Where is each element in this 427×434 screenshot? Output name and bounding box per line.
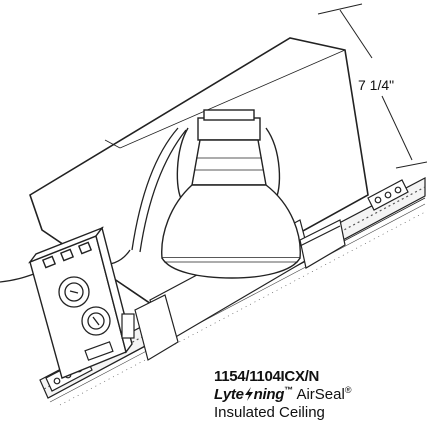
- dimension-indicator: [317, 3, 427, 169]
- lamp-assembly: [161, 109, 301, 279]
- product-name: AirSeal: [296, 386, 345, 404]
- trademark-mark: ™: [284, 385, 294, 396]
- dimension-label: 7 1/4": [358, 77, 394, 93]
- lightning-bolt-icon: [244, 387, 253, 402]
- junction-knockout-upper: [58, 276, 90, 308]
- junction-knockout-lower: [81, 306, 111, 336]
- plaster-strip: [49, 203, 426, 406]
- mounting-bracket-right: [367, 179, 409, 211]
- junction-clamp: [84, 313, 135, 361]
- registered-mark: ®: [344, 385, 352, 396]
- product-subtitle: Insulated Ceiling: [214, 403, 325, 421]
- model-number: 1154/1104ICX/N: [214, 368, 320, 385]
